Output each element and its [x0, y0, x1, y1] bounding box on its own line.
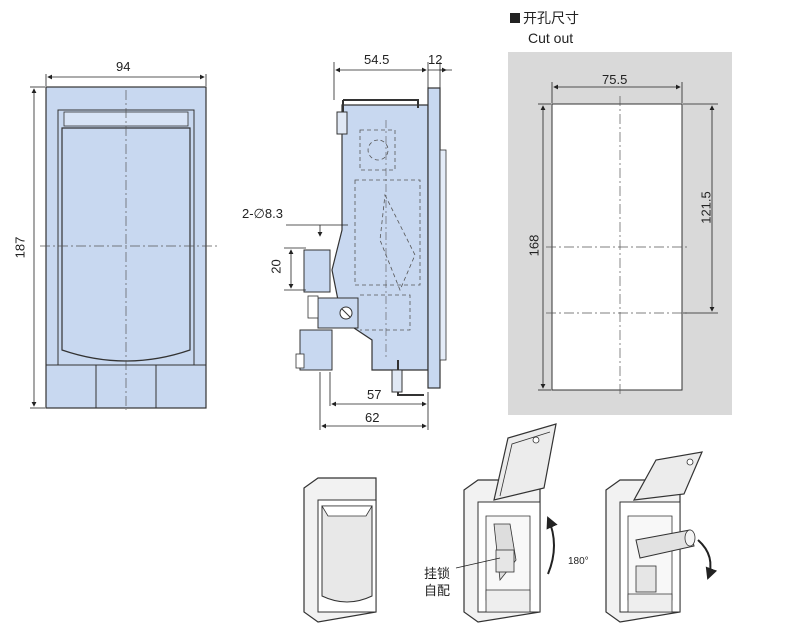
- side-flange-label: 12: [428, 52, 443, 67]
- cutout-view: [508, 52, 732, 415]
- front-width-label: 94: [116, 59, 131, 74]
- operation-locked: [605, 451, 718, 623]
- cutout-title: 开孔尺寸: [510, 8, 579, 28]
- padlock-label-2: 自配: [424, 583, 451, 598]
- cutout-title-cn: 开孔尺寸: [523, 10, 579, 26]
- locked-lid: [632, 451, 703, 501]
- rotation-label: 180°: [568, 556, 589, 567]
- front-view: [30, 74, 218, 410]
- turn-arrow: [697, 539, 718, 580]
- side-flange: [427, 87, 441, 389]
- cutout-inner-height-label: 121.5: [698, 191, 714, 224]
- cutout-subtitle: Cut out: [528, 30, 574, 46]
- operation-closed: [303, 477, 377, 623]
- cutout-height-label: 168: [526, 234, 542, 257]
- hole-spec-label: 2-∅8.3: [242, 206, 283, 221]
- operation-open: [455, 423, 558, 623]
- cutout-width-label: 75.5: [602, 72, 628, 87]
- side-lock-block: [303, 249, 331, 293]
- side-depth-label: 54.5: [364, 52, 390, 67]
- hole-spacing-label: 20: [268, 259, 284, 274]
- side-view: [284, 62, 452, 430]
- open-lid: [493, 423, 557, 501]
- square-bullet-icon: [510, 13, 520, 23]
- rotation-arrow: [546, 516, 558, 575]
- front-height-label: 187: [12, 236, 28, 259]
- front-handle-plate: [61, 127, 191, 362]
- depth-62-label: 62: [365, 410, 380, 425]
- padlock-label-1: 挂锁: [424, 566, 451, 581]
- depth-57-label: 57: [367, 387, 382, 402]
